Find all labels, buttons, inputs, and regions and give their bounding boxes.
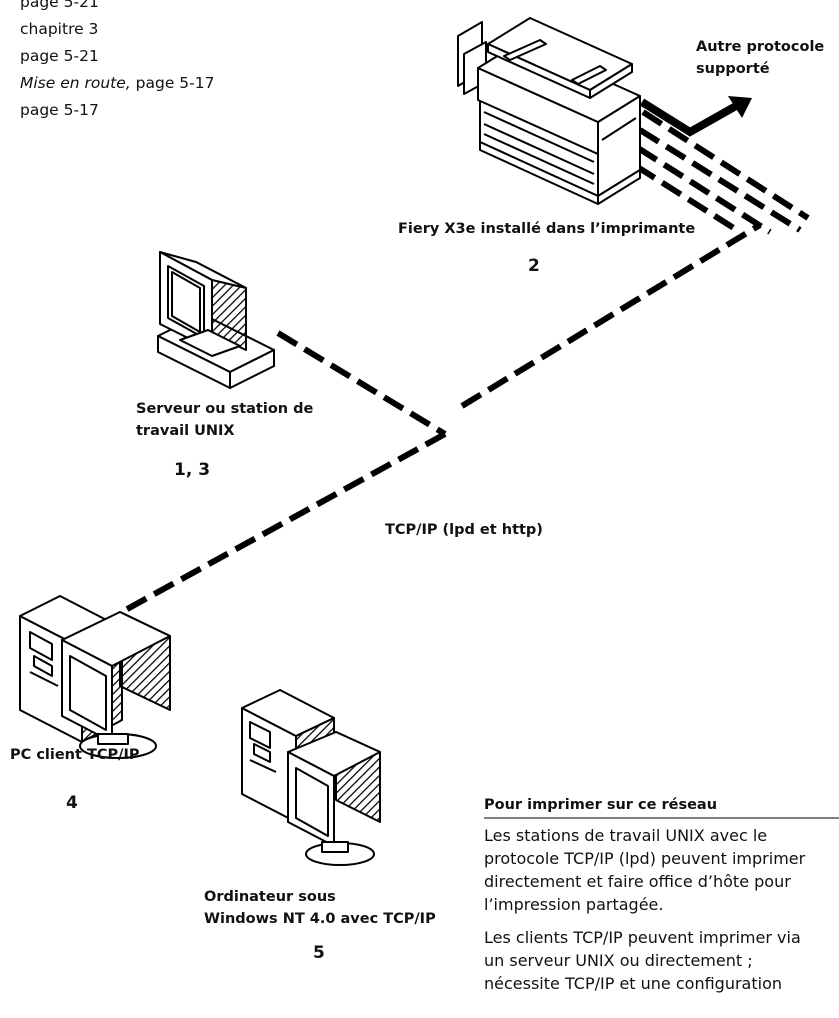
ref-page-5-17: page 5-17 — [20, 101, 99, 119]
cable-printer-1 — [641, 109, 810, 221]
server-number: 1, 3 — [174, 460, 211, 480]
note-line-4: l’impression partagée. — [484, 895, 664, 914]
cable-printer-4 — [634, 163, 742, 235]
protocol-label-line2: supporté — [696, 61, 770, 77]
ref-page-5-21-a: page 5-21 — [20, 0, 99, 11]
nt-number: 5 — [313, 943, 325, 963]
note-line-5: Les clients TCP/IP peuvent imprimer via — [484, 928, 801, 947]
ref-chapitre-3: chapitre 3 — [20, 20, 99, 38]
pc-client-icon — [19, 595, 171, 759]
printer-number: 2 — [528, 256, 540, 276]
ref-page-5-21-b: page 5-21 — [20, 47, 99, 65]
network-label: TCP/IP (lpd et http) — [385, 522, 543, 538]
pc-client-label: PC client TCP/IP — [10, 747, 140, 763]
ref-mise-en-route-italic: Mise en route, — [20, 74, 131, 92]
protocol-label-line1: Autre protocole — [696, 39, 825, 55]
protocol-arrow — [639, 96, 752, 137]
note-title: Pour imprimer sur ce réseau — [484, 797, 718, 813]
server-label-line2: travail UNIX — [136, 423, 235, 439]
cable-printer-2 — [638, 127, 802, 233]
network-cables — [118, 109, 810, 616]
unix-workstation-icon — [157, 251, 275, 389]
ref-mise-en-route: Mise en route, page 5-17 — [20, 73, 214, 93]
note-line-3: directement et faire office d’hôte pour — [484, 872, 791, 891]
cable-printer-3 — [636, 145, 772, 235]
note-line-6: un serveur UNIX ou directement ; — [484, 951, 753, 970]
pc-client-number: 4 — [66, 793, 78, 813]
ref-mise-en-route-page: page 5-17 — [130, 74, 215, 92]
note-line-2: protocole TCP/IP (lpd) peuvent imprimer — [484, 849, 806, 868]
printer-icon — [457, 17, 641, 205]
nt-label-line1: Ordinateur sous — [204, 889, 336, 905]
note-line-7: nécessite TCP/IP et une configuration — [484, 974, 782, 993]
cable-server-hub — [276, 330, 447, 437]
printer-label: Fiery X3e installé dans l’imprimante — [398, 221, 696, 237]
nt-workstation-icon — [241, 689, 381, 866]
server-label-line1: Serveur ou station de — [136, 401, 314, 417]
cable-hub-printer — [460, 222, 762, 409]
note-line-1: Les stations de travail UNIX avec le — [484, 826, 768, 845]
nt-label-line2: Windows NT 4.0 avec TCP/IP — [204, 911, 436, 927]
